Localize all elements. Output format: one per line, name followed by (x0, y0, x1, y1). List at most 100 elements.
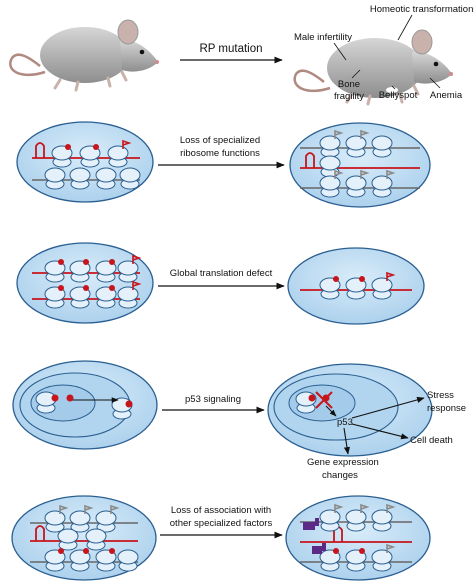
ribosome (117, 254, 142, 283)
phenotype-bellyspot: Bellyspot (379, 90, 418, 101)
ribosome-factor (83, 259, 89, 265)
ribosome-flag (360, 503, 370, 513)
ribosome (319, 503, 344, 532)
phenotype-anemia: Anemia (430, 90, 463, 101)
phenotype-bone-line1: Bone (338, 79, 360, 90)
mouse-normal (9, 19, 159, 92)
pointer-anemia (429, 77, 441, 89)
gene-expression-line2: changes (322, 470, 358, 481)
ribosome-flag (360, 169, 370, 179)
ribosome-flag (59, 504, 69, 514)
ribosome-factor (83, 548, 89, 554)
pointer-bone (351, 69, 361, 79)
ribosome (371, 169, 396, 198)
ribosome (95, 259, 117, 283)
row-labels: Loss of specialized ribosome functions G… (170, 135, 273, 529)
ribosome-factor (359, 276, 365, 282)
row2-label-line1: Global translation defect (170, 268, 273, 279)
row-arrows (158, 161, 285, 539)
phenotype-male-infertility: Male infertility (294, 32, 352, 43)
row4-label-line2: other specialized factors (170, 518, 273, 529)
ribosome-flag (334, 169, 344, 179)
ribosome-flag (132, 280, 142, 290)
ribosome-flag (334, 129, 344, 139)
ribosome (345, 169, 370, 198)
ribosome (57, 528, 79, 551)
ribosome (371, 135, 393, 158)
ribosome (69, 167, 91, 190)
ribosome (371, 271, 396, 300)
pointer-bellyspot (391, 85, 396, 90)
ribosome-factor (93, 144, 99, 150)
ribosome (69, 285, 91, 309)
ribosome-factor (359, 548, 365, 554)
ribosome-flag (386, 271, 396, 281)
ribosome (107, 139, 132, 168)
stem-loop-layer (35, 142, 343, 542)
ribosome (319, 129, 344, 158)
ribosome-factor (65, 144, 71, 150)
row4-label-line1: Loss of association with (171, 505, 271, 516)
phenotype-bone-line2: fragility (334, 91, 364, 102)
ribosome-flag (386, 543, 396, 553)
ribosome (117, 280, 142, 309)
ribosome (85, 528, 107, 551)
pointer-male-infertility (333, 42, 347, 61)
ribosome-factor (109, 285, 115, 291)
ribosome (95, 504, 120, 533)
ribosome-flag (334, 503, 344, 513)
ribosome-factor (58, 285, 64, 291)
ribosome (295, 391, 317, 414)
ribosome (319, 548, 341, 572)
ribosome (95, 167, 117, 190)
ribosome-flag (84, 504, 94, 514)
p53-labels: p53 Stress response Cell death Gene expr… (307, 390, 466, 481)
ribosome (345, 276, 367, 300)
ribosome-factor (83, 285, 89, 291)
ribosome-flag (360, 129, 370, 139)
stress-response-line2: response (427, 403, 466, 414)
ribosomes-layer (35, 129, 396, 572)
gene-expression-line1: Gene expression (307, 457, 379, 468)
ribosome (119, 167, 141, 190)
ribosome (95, 548, 117, 572)
ribosome-factor (58, 548, 64, 554)
mutation-label: RP mutation (199, 43, 262, 55)
ribosome-flag (386, 503, 396, 513)
ribosome (44, 285, 66, 309)
ribosome (319, 276, 341, 300)
ribosome-factor (109, 548, 115, 554)
ribosome (69, 504, 94, 533)
p53-row-details (51, 391, 425, 455)
ribosome (44, 259, 66, 283)
ribosome-factor (58, 259, 64, 265)
ribosome (117, 549, 139, 572)
ribosome (319, 169, 344, 198)
ribosome-flag (122, 139, 132, 149)
ribosome (345, 548, 367, 572)
ribosome-flag (386, 169, 396, 179)
ribosome (95, 285, 117, 309)
ribosome (51, 144, 73, 168)
ribosome (44, 548, 66, 572)
phenotype-homeotic: Homeotic transformations (370, 4, 474, 15)
ribosome (69, 259, 91, 283)
row3-label-line1: p53 signaling (185, 394, 241, 405)
ribosome (371, 543, 396, 572)
ribosome-factor (333, 276, 339, 282)
specialized-factors (303, 518, 326, 554)
ribosome (44, 167, 66, 190)
ribosome-flag (110, 504, 120, 514)
row1-label-line2: ribosome functions (180, 148, 260, 159)
row1-label-line1: Loss of specialized (180, 135, 260, 146)
ribosome (345, 129, 370, 158)
stress-response-line1: Stress (427, 390, 454, 401)
ribosome (79, 144, 101, 168)
ribosome-factor (109, 259, 115, 265)
ribosome-flag (132, 254, 142, 264)
ribosome (69, 548, 91, 572)
ribosome (371, 503, 396, 532)
p53-label: p53 (337, 417, 353, 428)
cell-death-label: Cell death (410, 435, 453, 446)
